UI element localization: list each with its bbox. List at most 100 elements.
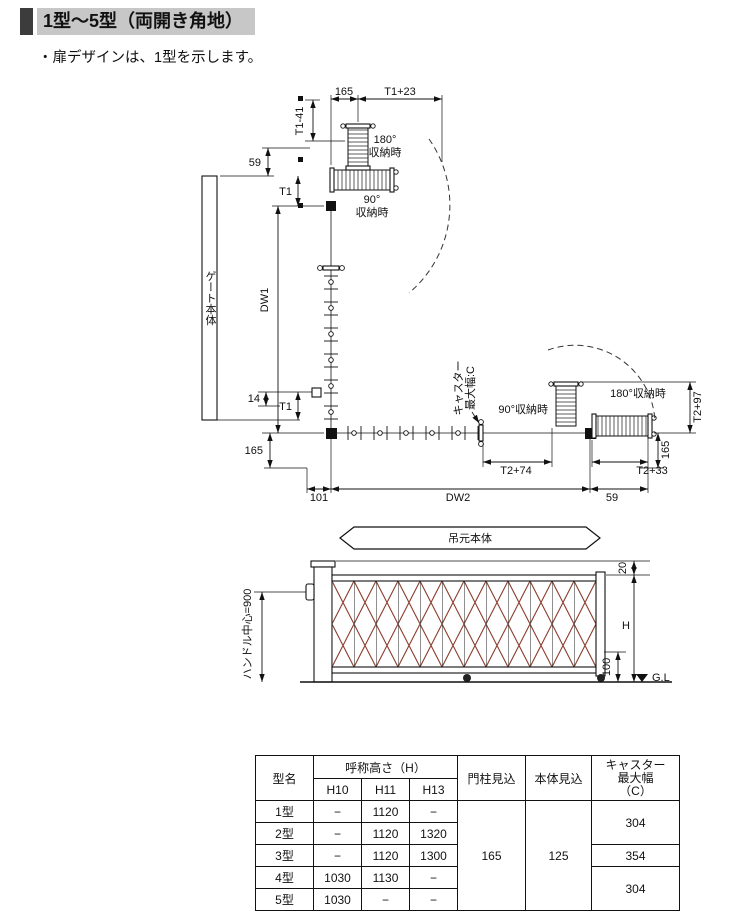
table-row: 1型 − 1120 − 165 125 304: [255, 800, 680, 911]
h13-value: −: [409, 888, 458, 911]
caster-value: 304: [591, 800, 680, 845]
dim-165-top: 165: [335, 86, 353, 98]
h11-value: 1120: [361, 844, 410, 867]
col-header-type: 型名: [255, 755, 314, 801]
caster-value: 354: [591, 844, 680, 867]
h10-value: 1030: [313, 888, 362, 911]
dim-t1-lower: T1: [279, 401, 292, 413]
label-90-stored-top2: 収納時: [356, 206, 389, 219]
dim-t2plus74: T2+74: [500, 465, 532, 477]
dim-dw1: DW1: [259, 288, 271, 312]
elev-post: [313, 566, 333, 683]
caster-wheel: [597, 674, 605, 682]
table-row: 2型 − 1120 1320: [255, 822, 680, 845]
caster-wheel: [463, 674, 471, 682]
caster-value: 304: [591, 866, 680, 911]
corner-post: [326, 428, 337, 439]
hinge-body-banner: [339, 526, 601, 550]
handle-center-label: ハンドル中心=900: [241, 589, 254, 680]
design-note: ・扉デザインは、1型を示します。: [38, 50, 263, 66]
dim-101: 101: [310, 492, 328, 504]
elev-handle: [305, 583, 315, 601]
extension-lines: [217, 95, 696, 493]
dim-dw2: DW2: [446, 492, 470, 504]
body-depth-value: 125: [525, 800, 592, 911]
page-header: 1型～5型（両開き角地）: [20, 8, 256, 35]
h11-value: 1120: [361, 800, 410, 823]
folded-gate-90-top: [329, 167, 399, 193]
dim-t2plus97: T2+97: [692, 391, 704, 423]
caster-leader: [471, 411, 480, 424]
caster-width-label2: 最大幅:C: [463, 366, 477, 410]
h11-value: 1130: [361, 866, 410, 889]
swing-arc-left: [408, 138, 451, 294]
folded-gate-180-top: [340, 123, 376, 171]
label-180-stored-top: 180°: [374, 134, 397, 146]
h10-value: −: [313, 822, 362, 845]
caster-width-label: キャスター: [452, 361, 465, 416]
type-name: 4型: [255, 866, 314, 889]
col-header-caster: キャスター 最大幅 （C）: [591, 755, 680, 801]
dim-t1minus41: T1-41: [294, 107, 306, 136]
h13-value: 1320: [409, 822, 458, 845]
h11-value: −: [361, 888, 410, 911]
elev-bottom-rail: [331, 666, 597, 674]
h13-value: −: [409, 800, 458, 823]
dim-165-left: 165: [245, 445, 263, 457]
plan-view: ゲート本体: [201, 86, 704, 550]
dim-t1plus23: T1+23: [384, 86, 416, 98]
spec-table: 型名 呼称高さ（H） 門柱見込 本体見込 キャスター 最大幅 （C） H10 H…: [255, 755, 680, 911]
elev-post-cap: [310, 560, 336, 568]
ref-point: [298, 96, 303, 101]
elev-lattice: [332, 581, 596, 667]
folded-gate-90-right: [548, 381, 584, 427]
header-accent-block: [20, 8, 33, 35]
col-header-body-depth: 本体見込: [525, 755, 592, 801]
gate-wall-label: ゲート本体: [204, 270, 217, 325]
dim-20: 20: [617, 562, 629, 574]
h10-value: 1030: [313, 866, 362, 889]
col-header-h10: H10: [313, 778, 362, 801]
dim-t1-upper: T1: [279, 186, 292, 198]
type-name: 1型: [255, 800, 314, 823]
dim-59-left: 59: [249, 157, 261, 169]
post-depth-value: 165: [457, 800, 526, 911]
accordion-gate-dw2: [347, 419, 484, 447]
swing-arc-right: [547, 344, 656, 422]
col-header-h11: H11: [361, 778, 410, 801]
type-name: 2型: [255, 822, 314, 845]
h11-value: 1120: [361, 822, 410, 845]
dim-h: H: [622, 620, 630, 632]
type-name: 5型: [255, 888, 314, 911]
pivot-post: [326, 201, 336, 211]
elevation-view: G.L 20 H 100 ハンドル中心=900: [241, 560, 672, 684]
h10-value: −: [313, 800, 362, 823]
label-180-stored-top2: 収納時: [369, 146, 402, 159]
dim-59-bottom: 59: [606, 492, 618, 504]
label-90-stored-top: 90°: [364, 194, 381, 206]
col-header-post-depth: 門柱見込: [457, 755, 526, 801]
folded-gate-180-right: [591, 413, 657, 439]
type-name: 3型: [255, 844, 314, 867]
right-post: [585, 428, 596, 439]
dim-165-right: 165: [660, 441, 672, 459]
accordion-gate-dw1: [317, 265, 345, 420]
ref-point: [298, 203, 303, 208]
ref-point: [298, 157, 303, 162]
label-90-stored-right: 90°収納時: [498, 403, 548, 416]
hinge-body-label: 吊元本体: [448, 531, 492, 545]
elev-top-rail: [331, 574, 597, 582]
table-row: 4型 1030 1130 − 304: [255, 866, 680, 911]
col-header-h13: H13: [409, 778, 458, 801]
dimension-lines: [263, 96, 693, 492]
catch-fitting: [311, 387, 322, 398]
dim-14: 14: [248, 393, 260, 405]
h10-value: −: [313, 844, 362, 867]
page-title: 1型～5型（両開き角地）: [37, 8, 256, 35]
dim-t2plus33: T2+33: [636, 465, 668, 477]
h13-value: −: [409, 866, 458, 889]
label-180-stored-right: 180°収納時: [610, 387, 666, 400]
col-header-height: 呼称高さ（H）: [313, 755, 458, 779]
gl-label: G.L: [652, 672, 670, 684]
